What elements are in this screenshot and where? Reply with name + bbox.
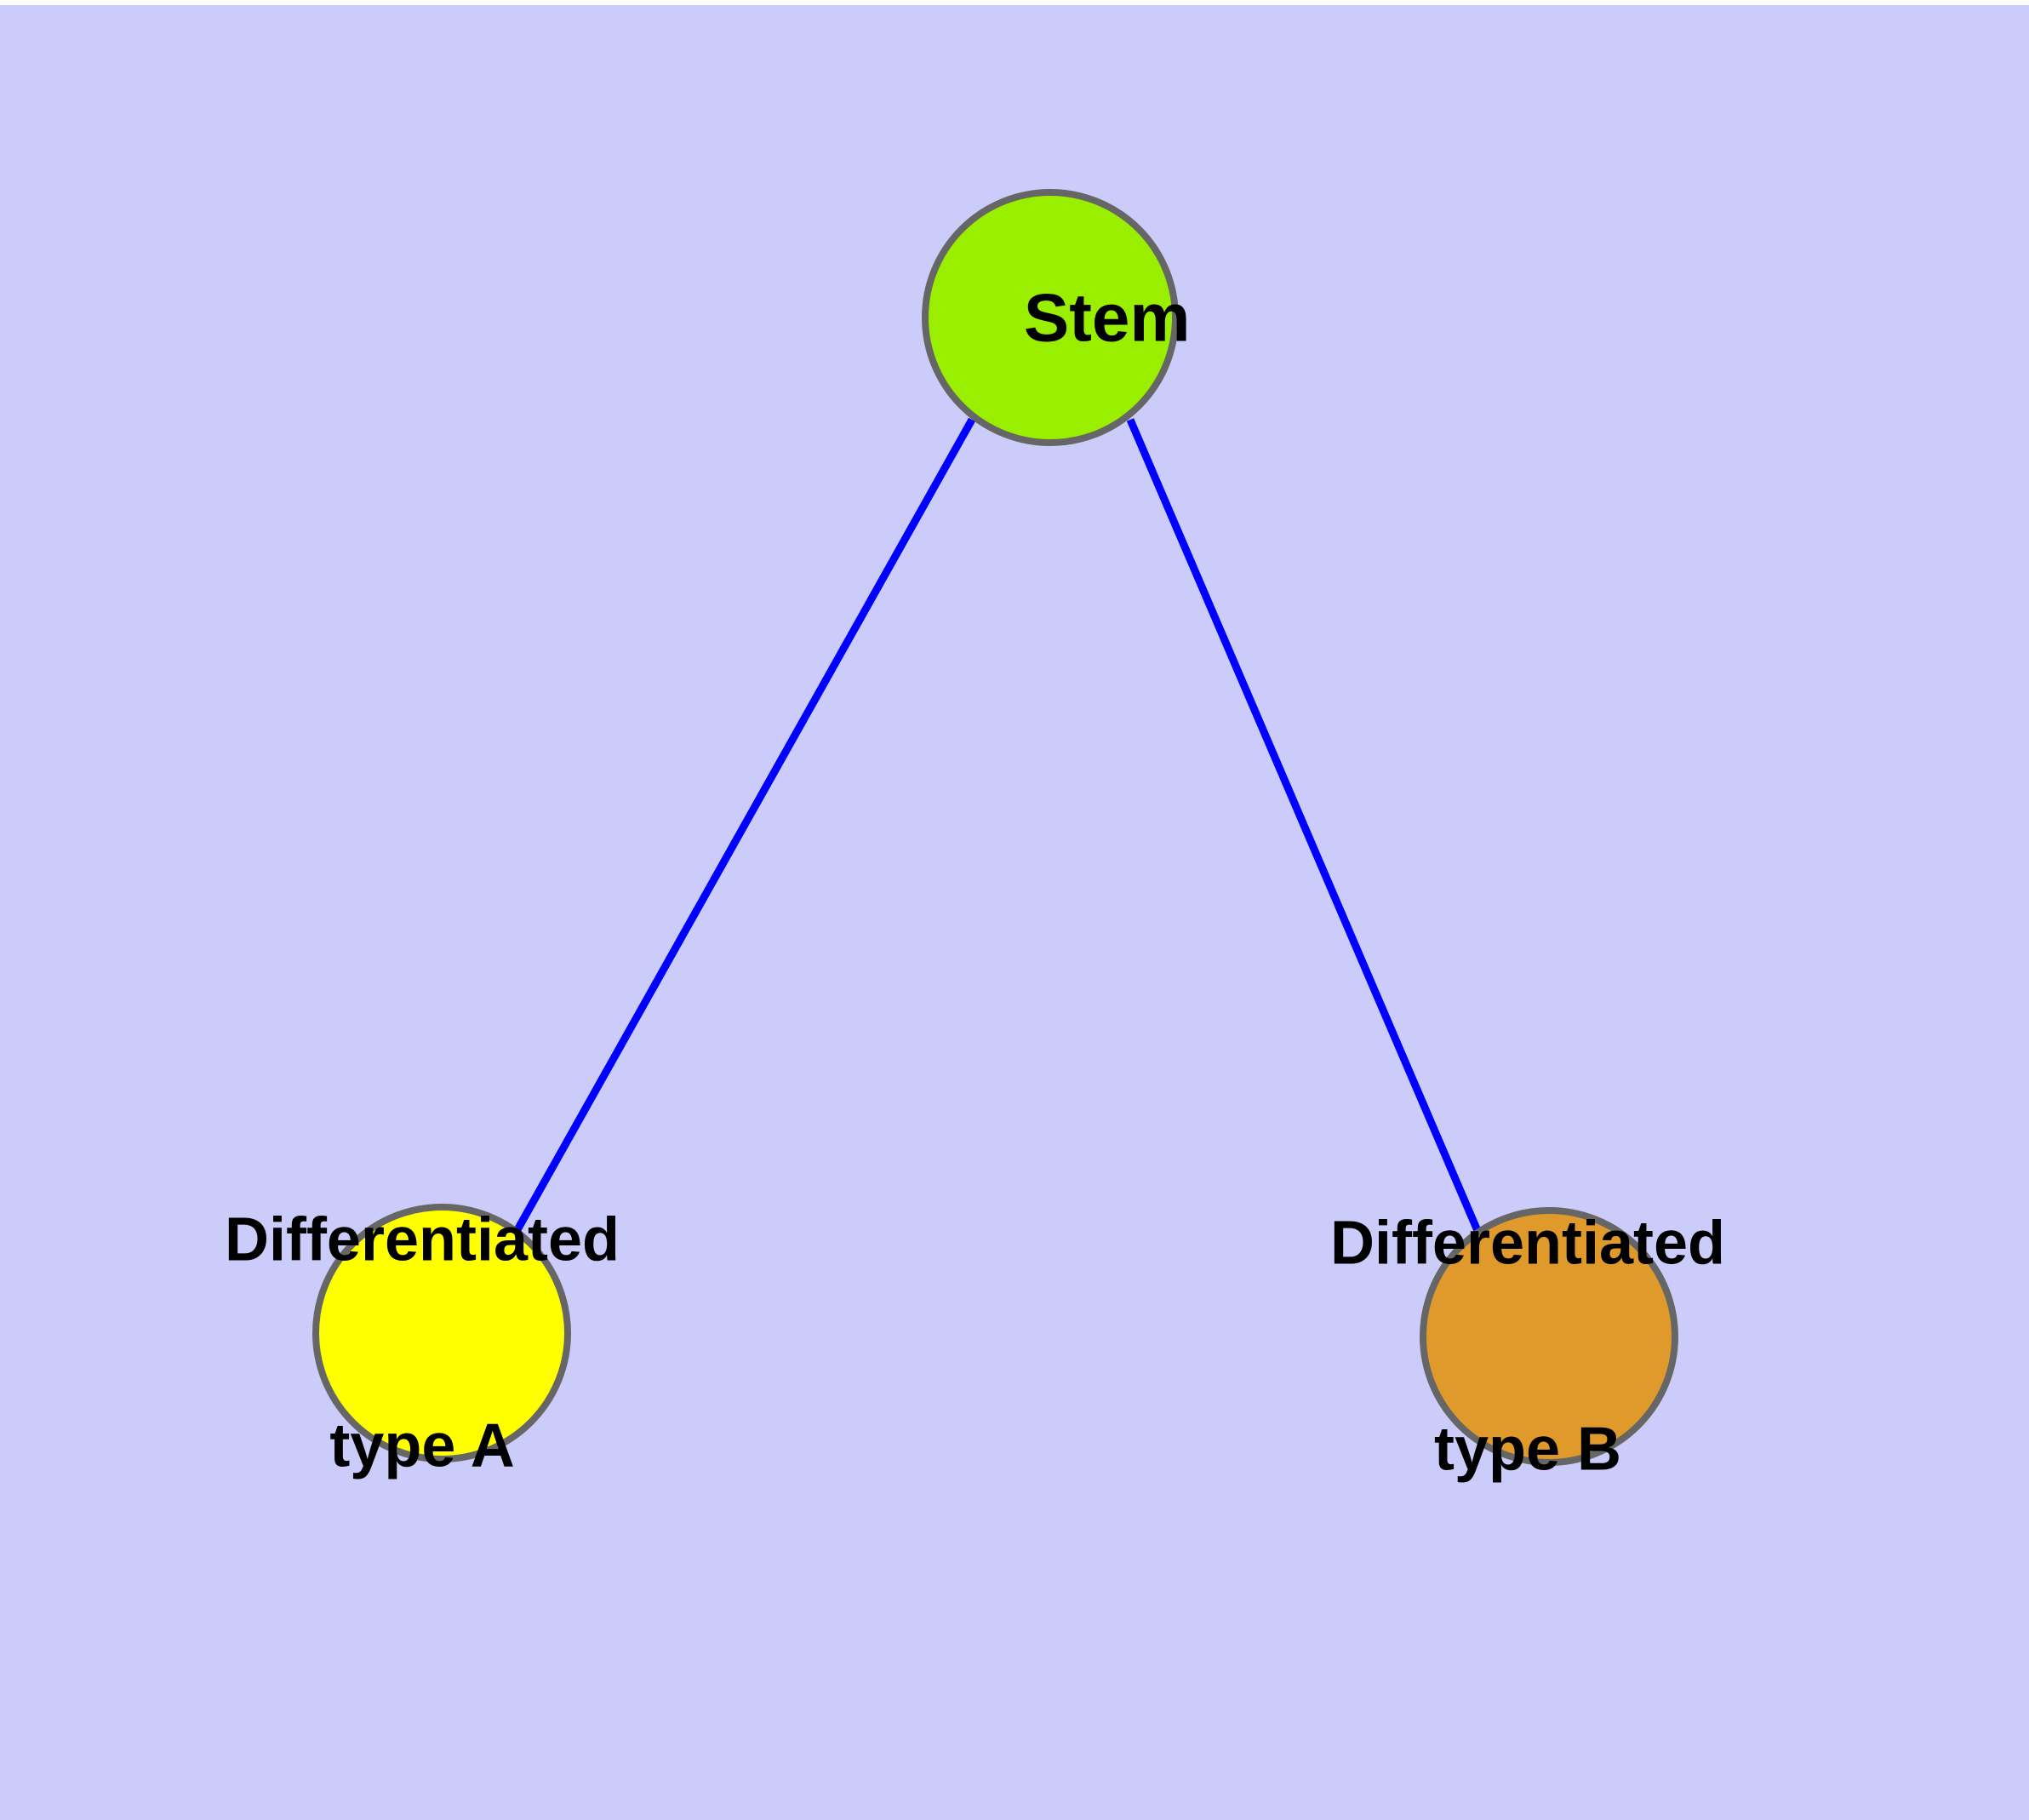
lineage-graph (312, 189, 1678, 1466)
diagram-background: Stem Differentiated type A Differentiate… (0, 5, 2029, 1820)
edge-stem-to-differentiated-type-b (1126, 418, 1483, 1234)
node-layer (312, 189, 1678, 1466)
node-differentiated-type-b[interactable] (1420, 1207, 1678, 1466)
node-differentiated-type-a[interactable] (312, 1204, 571, 1462)
edge-stem-to-differentiated-type-a (512, 417, 975, 1237)
node-stem[interactable] (922, 189, 1179, 446)
edge-layer (512, 417, 1483, 1237)
